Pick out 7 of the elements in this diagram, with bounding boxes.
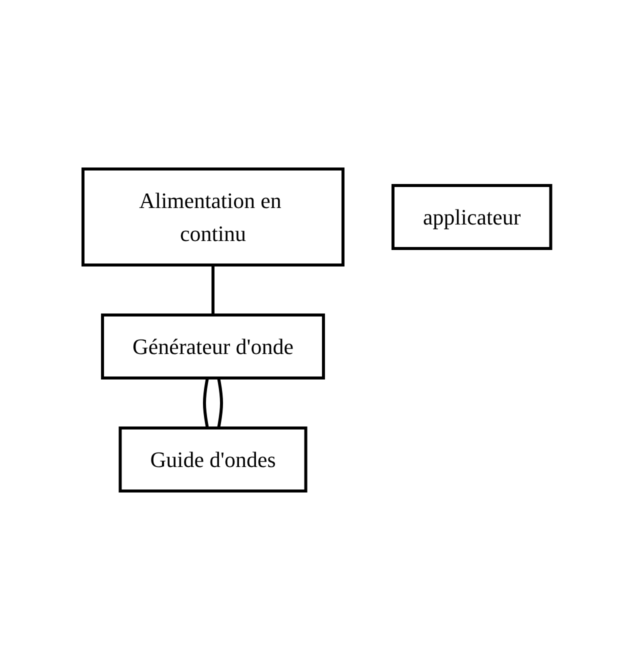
connector: [217, 378, 224, 428]
node-box: applicateur: [392, 184, 552, 250]
connector: [212, 265, 215, 315]
connector: [203, 378, 210, 428]
node-box: Guide d'ondes: [118, 426, 308, 492]
node-box: Générateur d'onde: [101, 314, 326, 380]
node-box: Alimentation en continu: [82, 168, 345, 266]
